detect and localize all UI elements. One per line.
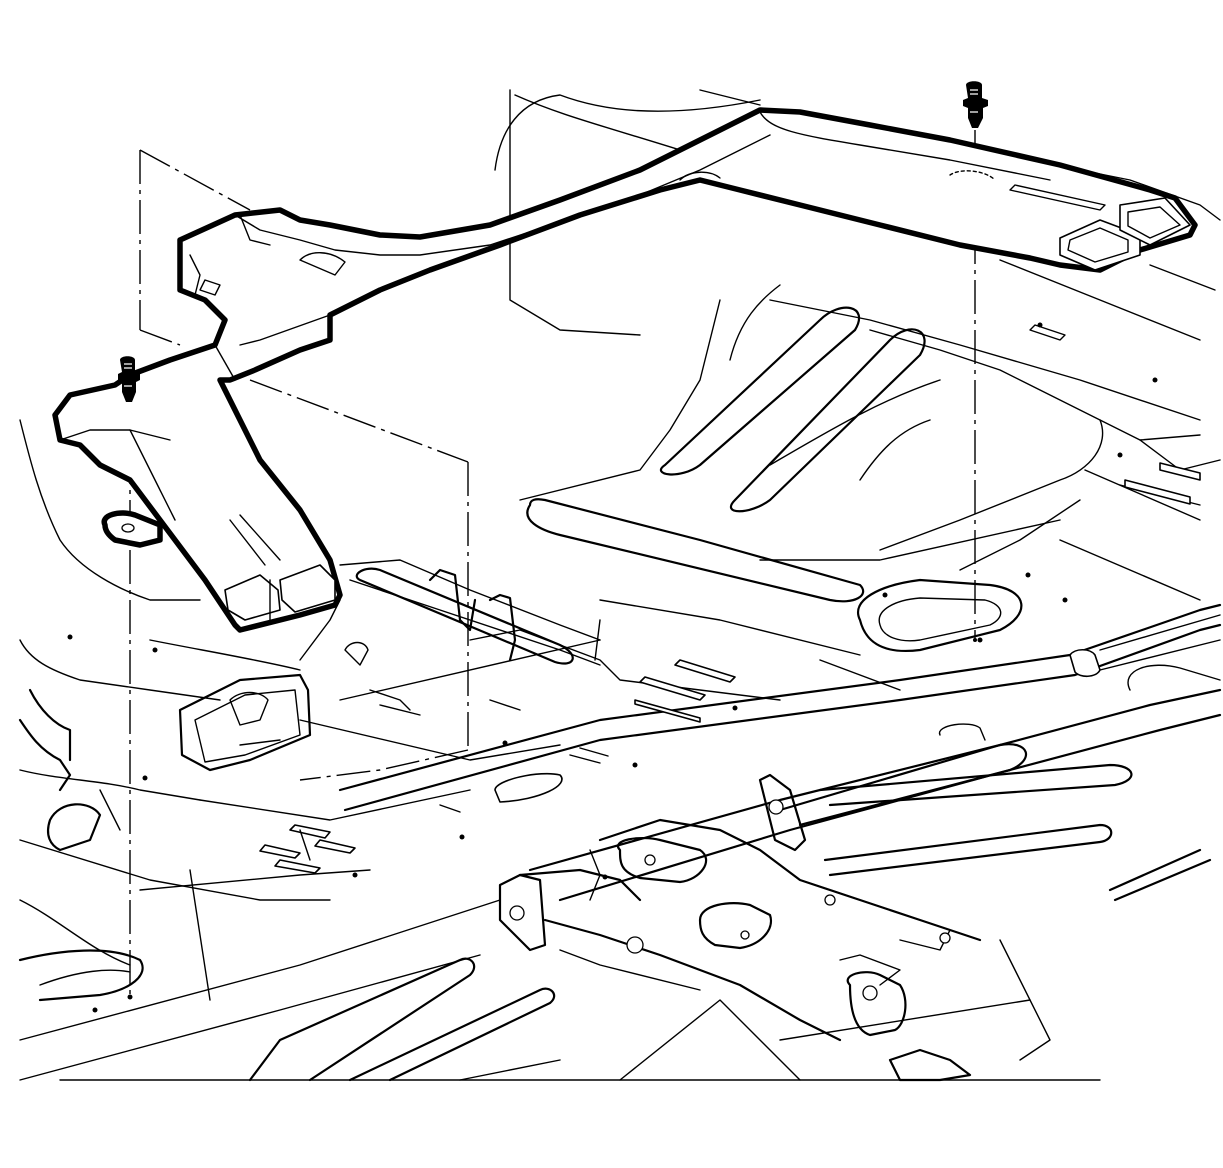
floor-pan <box>18 89 1222 1082</box>
exploded-view-guide-lines <box>128 130 977 1000</box>
push-pin-retainer-right <box>963 81 988 128</box>
rear-floor-air-duct <box>52 107 1198 633</box>
push-pin-retainer-left <box>118 356 140 402</box>
